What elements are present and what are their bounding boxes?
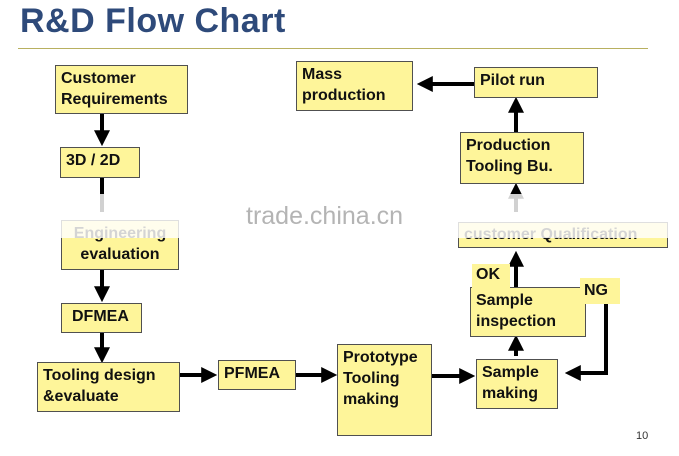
label-ng: NG <box>580 278 620 304</box>
box-pfmea: PFMEA <box>218 360 296 390</box>
label-ok: OK <box>472 264 510 288</box>
box-sample-inspection: Sample inspection <box>470 287 586 337</box>
box-sample-making: Sample making <box>476 359 558 409</box>
page-title: R&D Flow Chart <box>20 2 286 40</box>
box-production-tooling: Production Tooling Bu. <box>460 132 584 184</box>
box-3d-2d: 3D / 2D <box>60 147 140 178</box>
box-mass-production: Mass production <box>296 61 413 111</box>
watermark-band <box>0 194 679 238</box>
title-divider <box>18 48 648 49</box>
watermark-text: trade.china.cn <box>246 202 404 230</box>
page-number: 10 <box>636 430 649 442</box>
box-dfmea: DFMEA <box>61 303 142 333</box>
box-prototype-tooling: Prototype Tooling making <box>337 344 432 436</box>
box-tooling-design: Tooling design &evaluate <box>37 362 180 412</box>
box-customer-requirements: Customer Requirements <box>55 65 188 114</box>
box-pilot-run: Pilot run <box>474 67 598 98</box>
